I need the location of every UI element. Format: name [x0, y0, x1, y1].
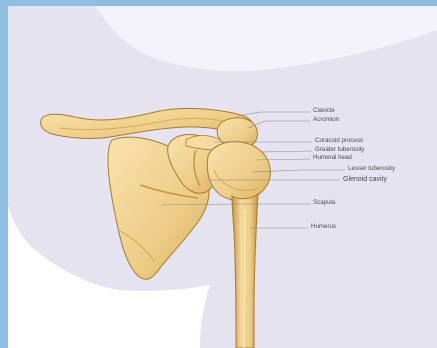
- humerus-highlight: [244, 210, 245, 348]
- humeral-head-bone: [207, 142, 270, 201]
- label-lesser-tuberosity: Lesser tuberosity: [348, 166, 395, 172]
- label-coracoid-process: Coracoid process: [315, 138, 363, 144]
- label-scapula: Scapula: [313, 200, 335, 206]
- label-acromion: Acromion: [313, 117, 339, 123]
- label-clavicle: Clavicle: [313, 108, 335, 114]
- label-glenoid-cavity: Glenoid cavity: [343, 176, 387, 183]
- label-greater-tuberosity: Greater tuberosity: [315, 147, 365, 153]
- label-humeral-head: Humeral head: [313, 155, 352, 161]
- label-humerus: Humerus: [311, 224, 336, 230]
